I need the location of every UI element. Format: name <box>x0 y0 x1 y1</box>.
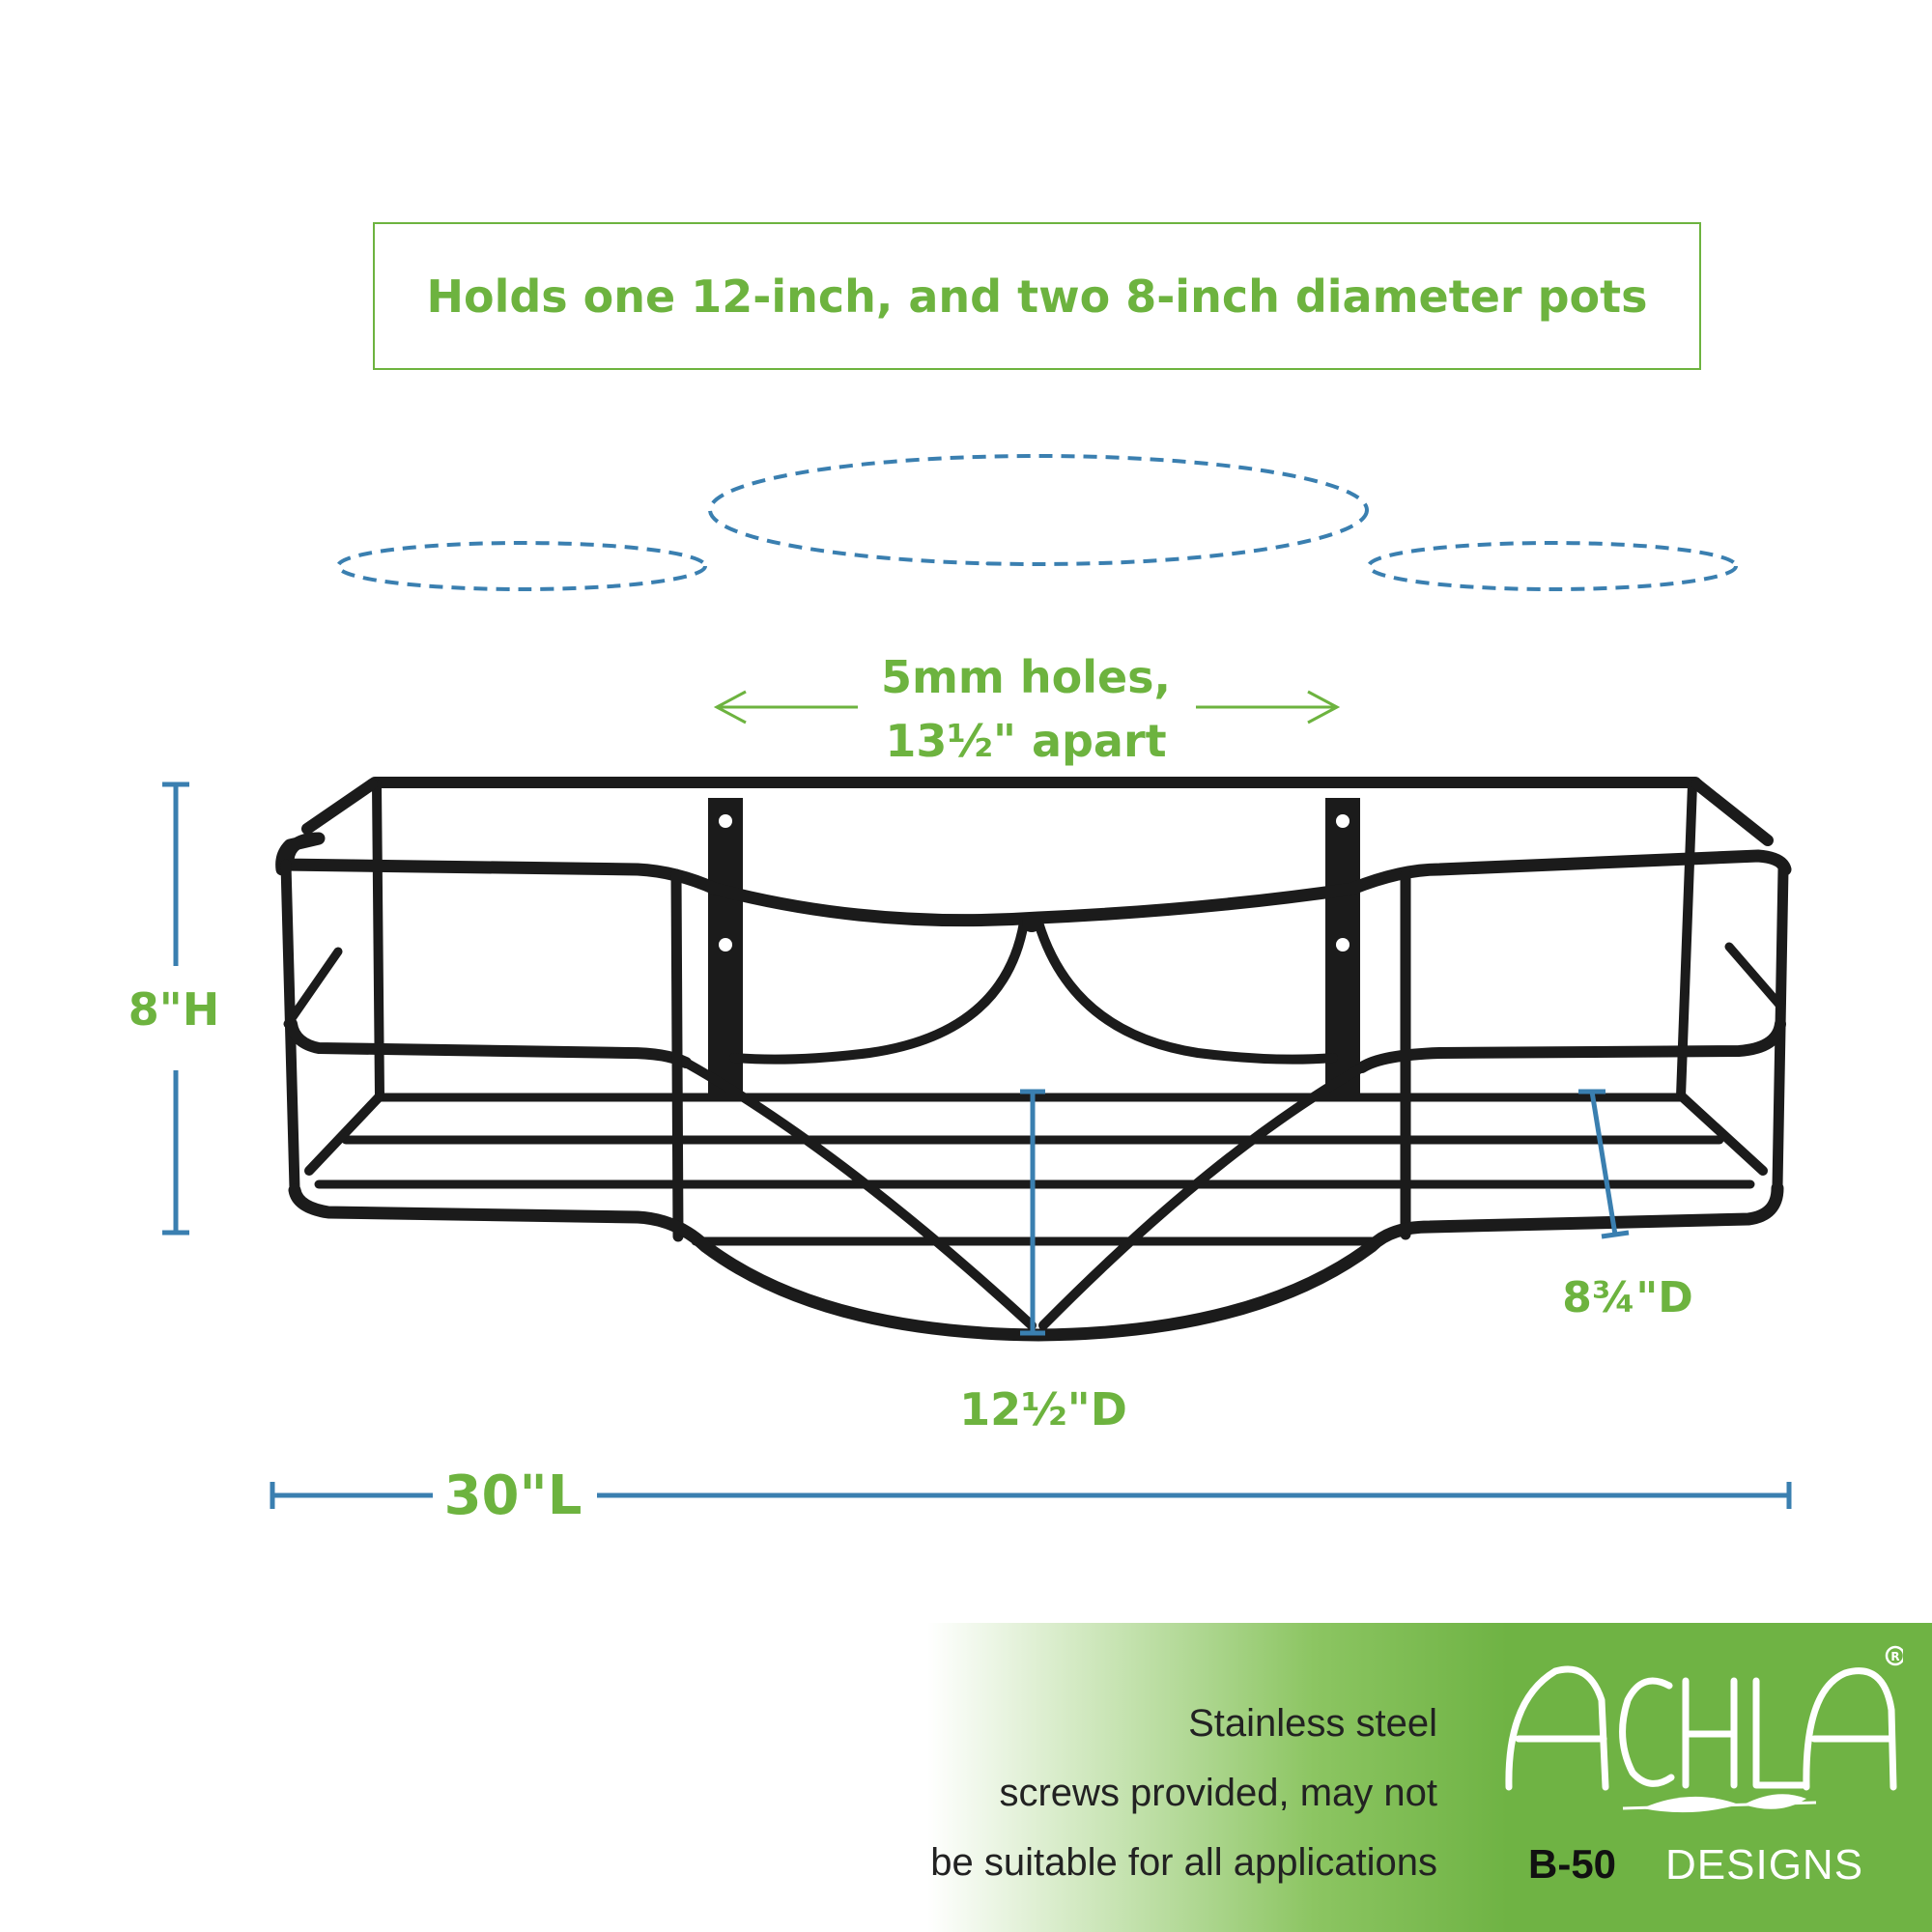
disclaimer-line2: screws provided, may not <box>999 1772 1437 1814</box>
basket-frame <box>275 777 1792 1342</box>
pot-capacity-text: Holds one 12-inch, and two 8-inch diamet… <box>426 270 1648 323</box>
disclaimer-line1: Stainless steel <box>1188 1702 1437 1745</box>
side-depth-dimension-line <box>1589 1091 1618 1236</box>
achla-logo: R <box>1505 1645 1903 1813</box>
hole-spacing-line1: 5mm holes, <box>880 651 1172 703</box>
dimension-lines <box>162 781 1792 1509</box>
screws-disclaimer: Stainless steel screws provided, may not… <box>761 1689 1437 1897</box>
side-depth-label: 8¾"D <box>1562 1273 1693 1322</box>
product-diagram <box>162 454 1792 1509</box>
pot-outline-left <box>336 541 707 591</box>
pot-outline-center <box>708 454 1369 566</box>
height-label: 8"H <box>128 983 220 1036</box>
hole-spacing-line2: 13½" apart <box>885 715 1167 767</box>
brand-designs-text: DESIGNS <box>1665 1841 1864 1889</box>
hole-spacing-label: 5mm holes, 13½" apart <box>833 645 1219 773</box>
length-label: 30"L <box>443 1464 582 1527</box>
brand-banner <box>0 1623 1932 1932</box>
svg-text:R: R <box>1890 1650 1899 1663</box>
pot-outlines <box>336 454 1738 591</box>
front-depth-label: 12½"D <box>959 1383 1127 1435</box>
hole-spacing-arrows <box>713 690 1341 724</box>
pot-capacity-box: Holds one 12-inch, and two 8-inch diamet… <box>373 222 1701 370</box>
pot-outline-right <box>1367 541 1738 591</box>
disclaimer-line3: be suitable for all applications <box>930 1841 1437 1884</box>
model-code: B-50 <box>1528 1841 1617 1887</box>
